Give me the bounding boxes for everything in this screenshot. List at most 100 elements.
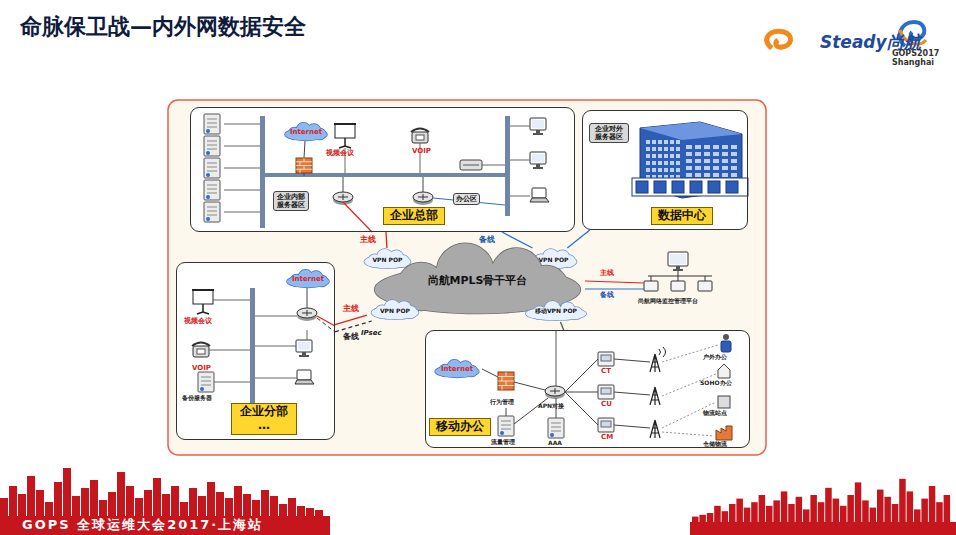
link-label: 主线 (342, 305, 360, 314)
shape (288, 498, 296, 516)
logo-text: GOPS2017 Shanghai (892, 50, 936, 68)
shape (335, 124, 355, 138)
shape (731, 152, 737, 156)
node-label: 办公区 (456, 195, 477, 203)
wire (213, 300, 250, 301)
signal-waves (659, 347, 666, 357)
wire (551, 423, 561, 424)
shape (899, 479, 906, 522)
shape (652, 168, 656, 172)
shape (695, 166, 701, 170)
wire (614, 359, 650, 362)
device-label: CT (601, 368, 611, 376)
wire (678, 271, 679, 276)
shape (197, 349, 205, 354)
router-symbol (545, 386, 565, 396)
wire (502, 386, 503, 391)
shape (654, 181, 666, 193)
shape (670, 147, 674, 151)
wire (556, 330, 557, 386)
link-label: 备线 (342, 333, 360, 342)
logo-text: Steady尚航 (820, 33, 921, 52)
wire (207, 123, 217, 124)
wire (201, 385, 211, 386)
shape (498, 416, 514, 436)
factory-icon (716, 426, 732, 440)
wire (343, 202, 372, 232)
shape (721, 341, 731, 352)
shape (713, 152, 719, 156)
wire (565, 392, 598, 425)
shape (773, 500, 780, 522)
wire (551, 427, 561, 428)
shape (936, 502, 943, 522)
node-label: Internet (431, 365, 483, 373)
link-label: 主线 (359, 236, 377, 245)
shape (234, 486, 242, 516)
wire (307, 310, 308, 316)
shape (929, 486, 936, 522)
wire (207, 167, 217, 168)
cell-tower (650, 420, 660, 438)
wire (255, 378, 297, 379)
shape (722, 159, 728, 163)
wire (202, 304, 204, 312)
shape (598, 418, 614, 432)
wire (463, 165, 479, 166)
footer-text: GOPS 全球运维大会2017·上海站 (22, 518, 263, 532)
wire (651, 276, 652, 281)
shape (707, 513, 714, 522)
person-icon (723, 334, 729, 340)
shape (204, 180, 220, 200)
shape (870, 508, 877, 522)
wire (482, 369, 500, 378)
shape (847, 495, 854, 522)
shape (699, 515, 706, 522)
region-title: 移动办公 (429, 418, 491, 436)
network-cloud: Internet (283, 269, 333, 289)
shape (907, 491, 914, 522)
shape (460, 160, 482, 170)
wire (201, 381, 211, 382)
wire (224, 124, 262, 125)
shape (646, 154, 650, 158)
wire (423, 194, 424, 200)
shape (54, 482, 62, 516)
shape (162, 494, 170, 516)
wire (207, 185, 217, 186)
shape (532, 188, 546, 198)
wire (207, 163, 217, 164)
node-label: VPN POP (367, 307, 423, 314)
shape (704, 152, 710, 156)
shape (855, 482, 862, 522)
shape (252, 500, 260, 516)
shape (658, 168, 662, 172)
shape (296, 340, 312, 352)
led (206, 195, 210, 199)
shape (536, 130, 540, 133)
shape (668, 252, 688, 266)
shape (261, 490, 269, 516)
device-label: 尚航网络监控管理平台 (638, 298, 698, 305)
shape (81, 488, 89, 516)
shape (0, 498, 8, 516)
device-label: 视频会议 (184, 318, 212, 326)
shape (664, 168, 668, 172)
building-roof (640, 122, 742, 140)
network-link (567, 230, 590, 248)
shape (658, 140, 662, 144)
wire (339, 146, 345, 148)
network-cloud: VPN POP (367, 299, 423, 321)
device-label: 行为管理 (490, 399, 514, 406)
wire (662, 432, 714, 436)
shape (652, 140, 656, 144)
node-label: Internet (283, 275, 333, 283)
shape (532, 120, 544, 128)
shape (117, 472, 125, 516)
shape (204, 114, 220, 134)
wire (300, 162, 301, 166)
shape (695, 173, 701, 177)
cloud-lobe (436, 243, 494, 301)
shape (652, 161, 656, 165)
shape (598, 385, 614, 399)
